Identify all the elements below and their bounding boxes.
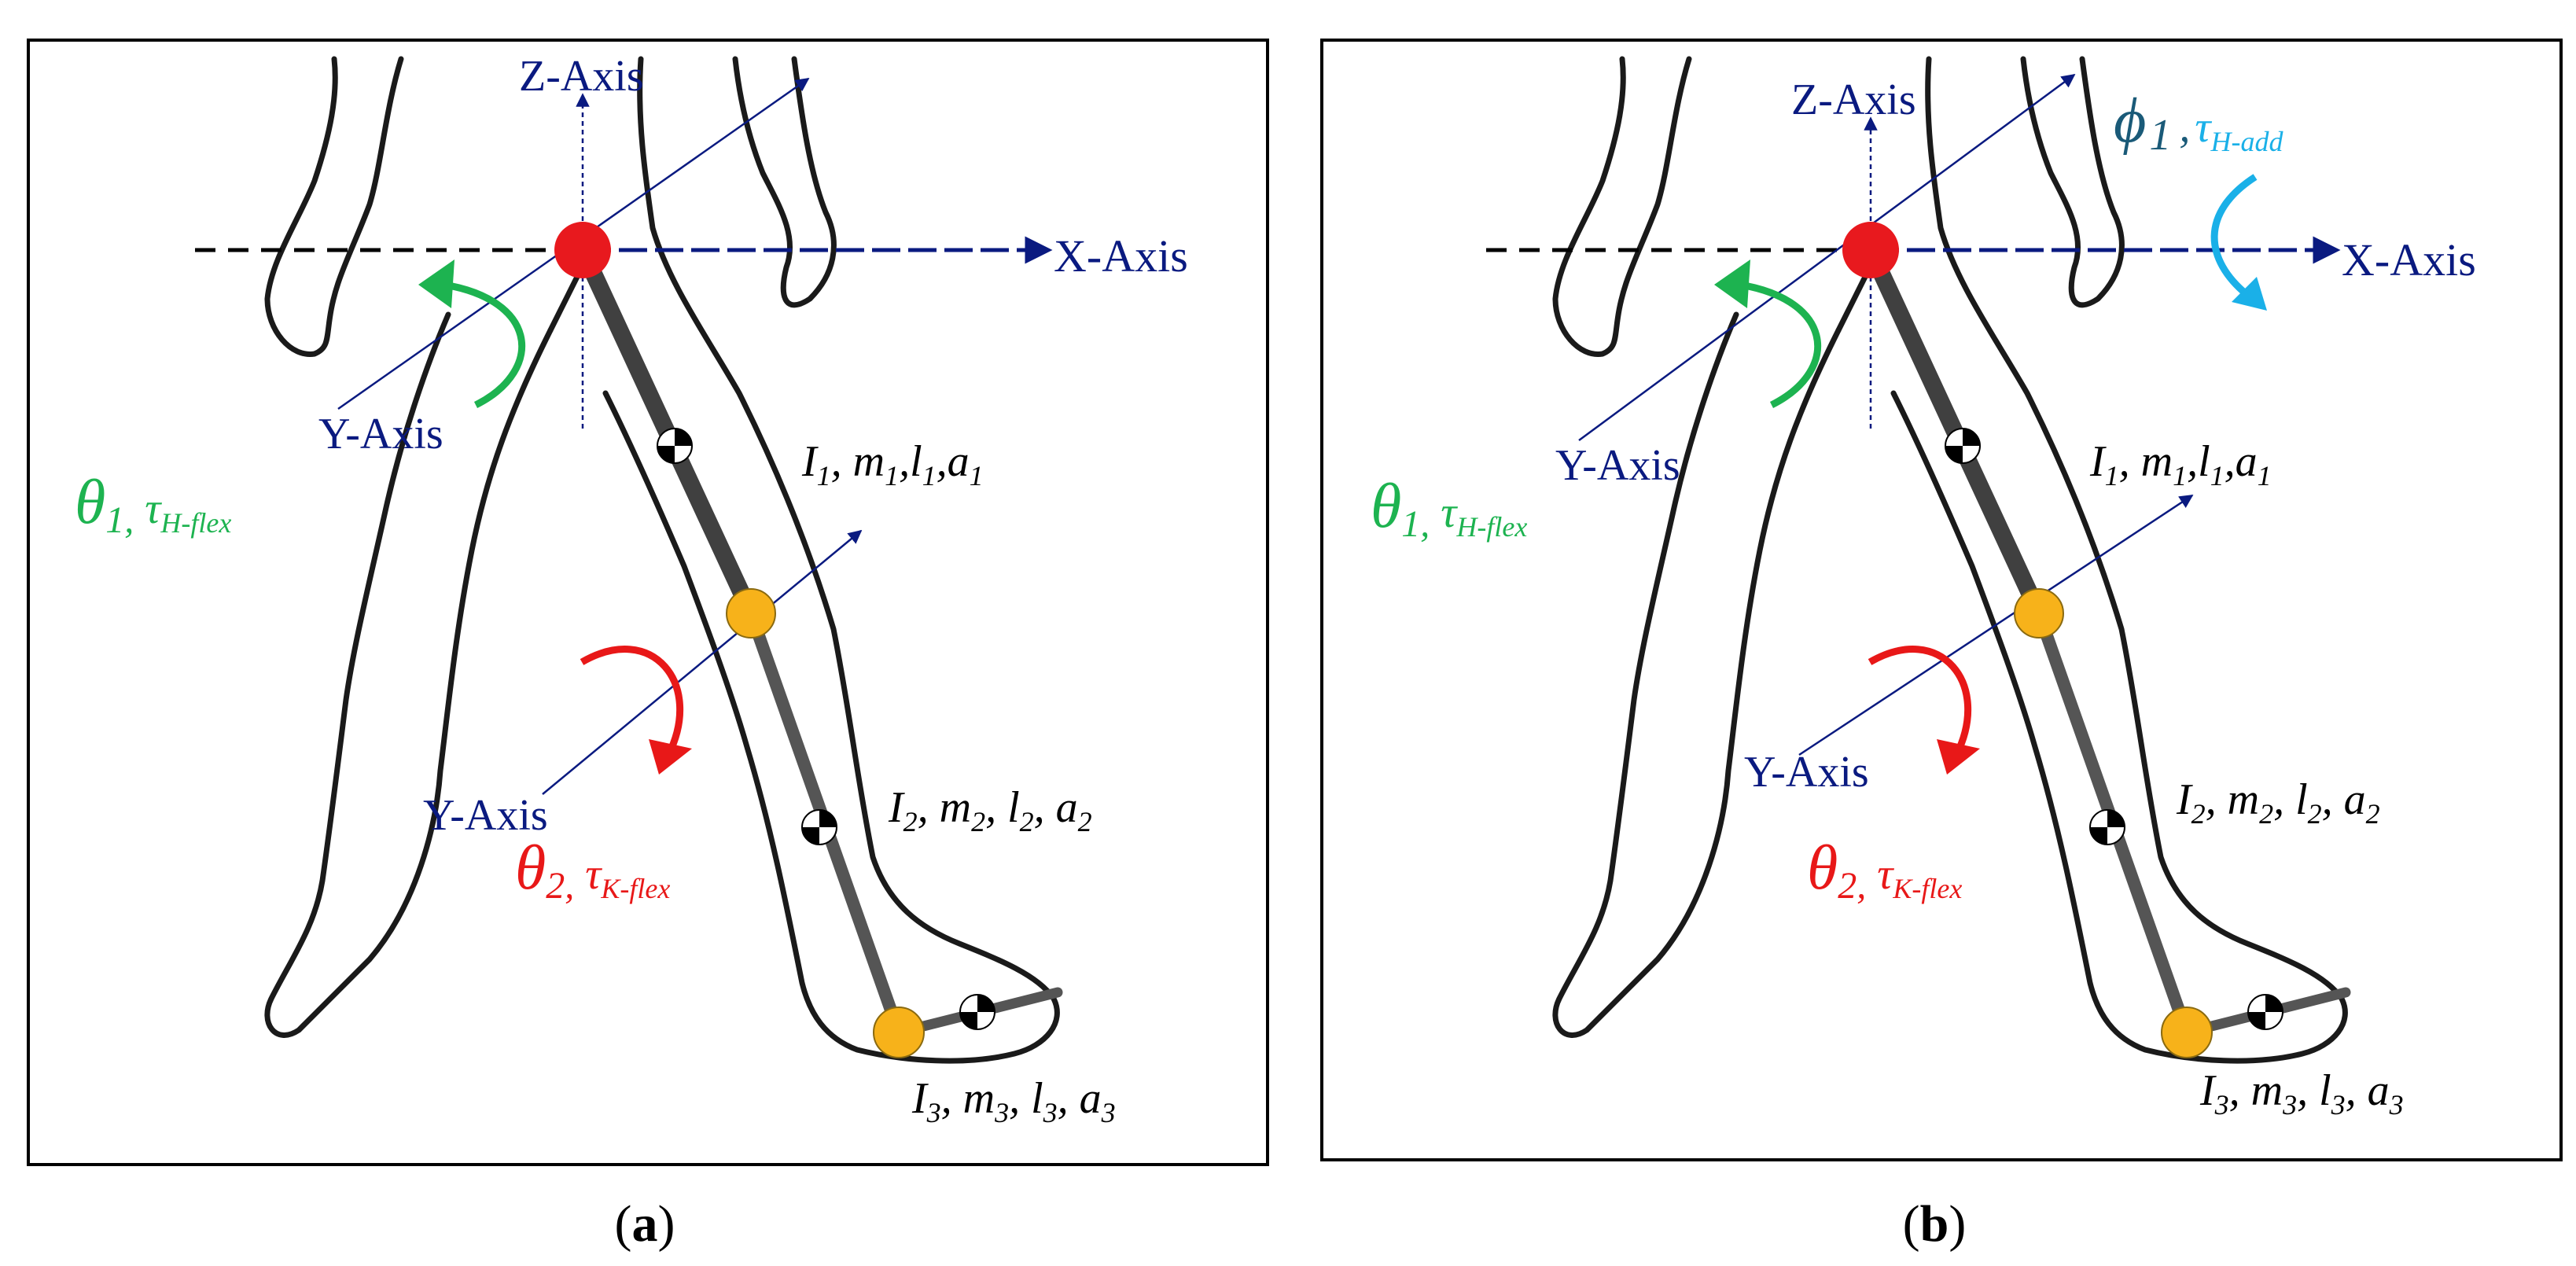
knee-y-axis-line xyxy=(1798,494,2194,756)
theta2-label: θ2,τK-flex xyxy=(1807,834,1962,907)
segment-1-label: I1, m1,l1,a1 xyxy=(801,437,984,491)
foot-com-icon xyxy=(2247,994,2283,1030)
shank-com-icon xyxy=(801,809,837,845)
foot-com-icon xyxy=(959,994,995,1030)
segment-3-label: I3, m3, l3, a3 xyxy=(911,1074,1116,1128)
panel-b-frame xyxy=(1320,39,2563,1161)
hip-y-axis-line xyxy=(1578,73,2076,442)
knee-flexion-arrow xyxy=(580,646,692,775)
segment-3-label: I3, m3, l3, a3 xyxy=(2199,1066,2404,1121)
panel-b: Z-Axis X-Axis Y-Axis Y-Axis xyxy=(1320,39,2563,1161)
hip-joint xyxy=(1842,222,1899,278)
knee-y-axis-line xyxy=(542,529,863,795)
knee-y-axis-label: Y-Axis xyxy=(423,791,548,840)
theta1-label: θ1,τH-flex xyxy=(75,468,231,541)
knee-joint xyxy=(726,588,776,639)
phi1-label: ϕ1,τH-add xyxy=(2114,86,2283,160)
caption-a: (a) xyxy=(615,1195,675,1253)
ankle-joint xyxy=(2161,1007,2213,1058)
hip-joint xyxy=(554,222,611,278)
thigh-com-icon xyxy=(657,428,693,464)
x-axis-label: X-Axis xyxy=(2342,234,2476,285)
shank-com-icon xyxy=(2089,809,2125,845)
segment-2-label: I2, m2, l2, a2 xyxy=(2176,775,2380,830)
thigh-com-icon xyxy=(1945,428,1981,464)
z-axis-label: Z-Axis xyxy=(519,52,644,101)
hip-y-axis-label: Y-Axis xyxy=(1555,441,1680,490)
knee-flexion-arrow xyxy=(1868,646,1980,775)
theta2-label: θ2,τK-flex xyxy=(515,834,670,907)
caption-b: (b) xyxy=(1903,1195,1967,1253)
hip-flexion-arrow xyxy=(418,259,526,409)
segment-2-label: I2, m2, l2, a2 xyxy=(888,783,1092,837)
hip-y-axis-label: Y-Axis xyxy=(318,410,443,458)
hip-flexion-arrow xyxy=(1714,259,1822,409)
segment-1-label: I1, m1,l1,a1 xyxy=(2089,437,2272,491)
knee-y-axis-label: Y-Axis xyxy=(1744,748,1869,797)
ankle-joint xyxy=(873,1007,925,1058)
theta1-label: θ1,τH-flex xyxy=(1371,472,1527,545)
knee-joint xyxy=(2014,588,2064,639)
z-axis-label: Z-Axis xyxy=(1791,75,1916,124)
x-axis-label: X-Axis xyxy=(1054,230,1188,282)
panel-a-frame xyxy=(27,39,1269,1166)
hip-adduction-arrow xyxy=(2210,174,2267,311)
panel-a: Z-Axis X-Axis Y-Axis Y-Axis xyxy=(27,39,1269,1166)
